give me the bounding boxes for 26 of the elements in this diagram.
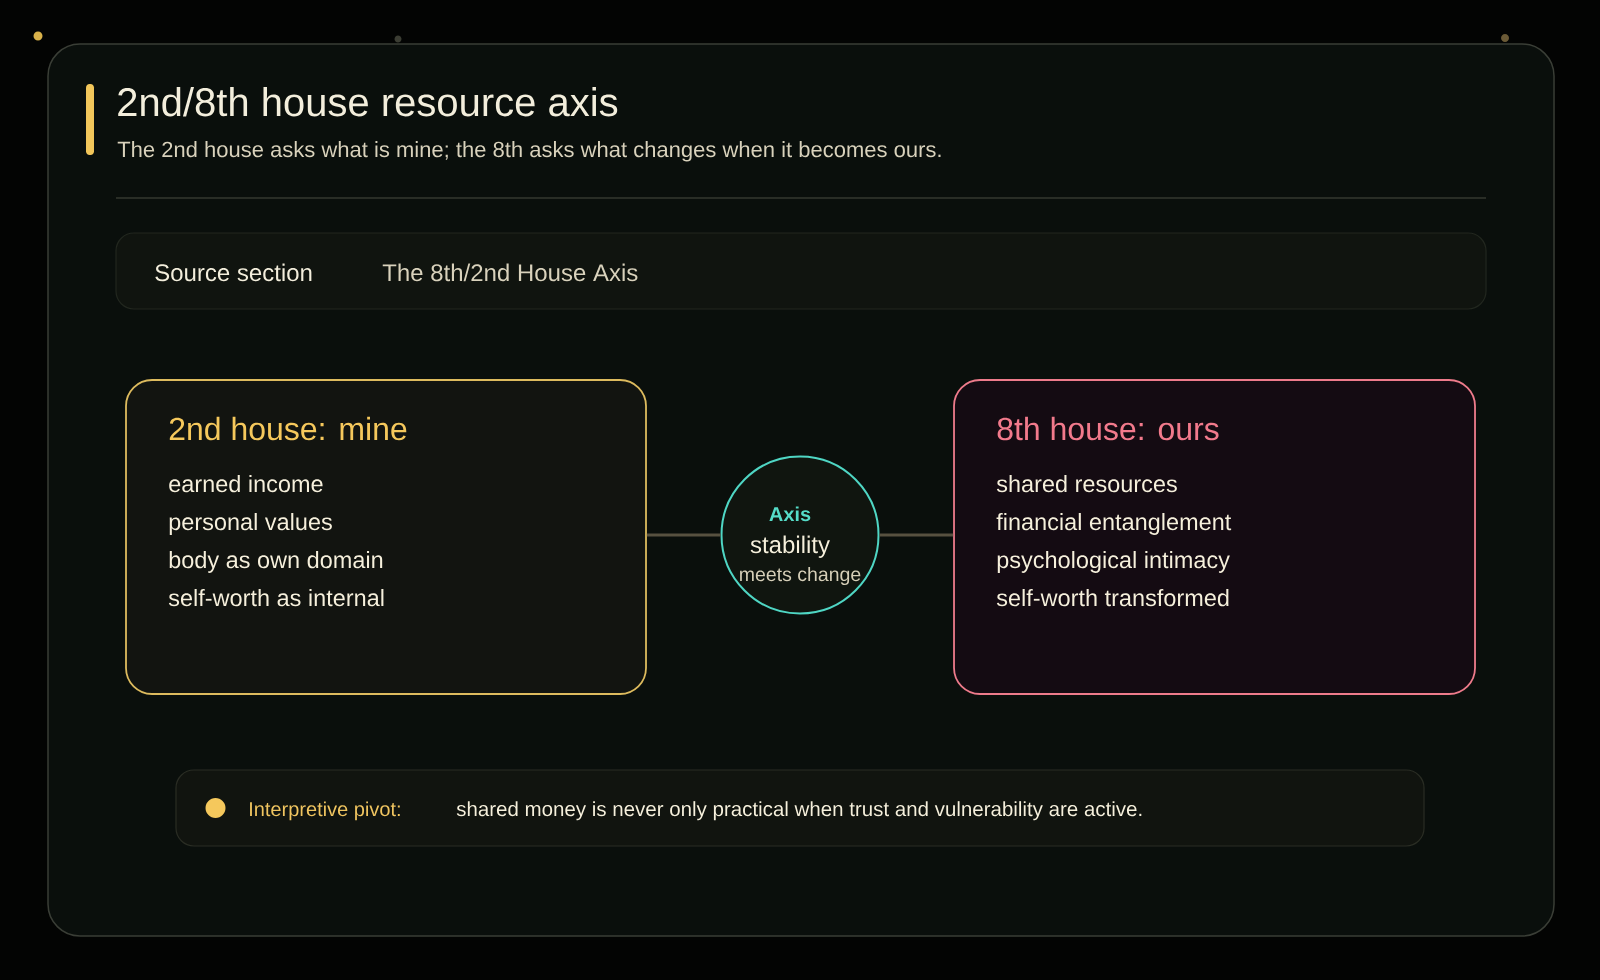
axis-circle [720, 455, 880, 615]
list-item: self-worth as internal [168, 589, 384, 607]
field-value: The 8th/2nd House Axis [382, 263, 638, 282]
axis-label: Axis [769, 506, 811, 522]
house-card [125, 379, 647, 695]
connector-line [646, 533, 721, 537]
list-item: psychological intimacy [997, 551, 1230, 573]
callout-text: shared money is never only practical when trust and vulnerability are active. [456, 801, 1142, 821]
field-label: Source section [155, 263, 312, 282]
card-heading: 2nd house: mine [169, 416, 407, 441]
connector-line [879, 533, 954, 537]
callout-label: Interpretive pivot: [250, 801, 400, 821]
list-item: self-worth transformed [996, 589, 1229, 607]
title: 2nd/8th house resource axis [118, 87, 618, 117]
circle-caption: meets change [740, 566, 861, 586]
list-item: shared resources [996, 475, 1177, 493]
circle-text: stability [750, 535, 830, 558]
house-card [953, 379, 1476, 695]
card-heading: 8th house: ours [997, 416, 1219, 441]
callout-bar [175, 769, 1425, 847]
list-item: personal values [169, 513, 332, 535]
subtitle: The 2nd house asks what is mine; the 8th asks what changes when it becomes ours. [117, 141, 941, 162]
info-bar [115, 232, 1487, 310]
list-item: financial entanglement [996, 513, 1232, 535]
list-item: earned income [169, 475, 323, 493]
list-item: body as own domain [169, 551, 383, 573]
